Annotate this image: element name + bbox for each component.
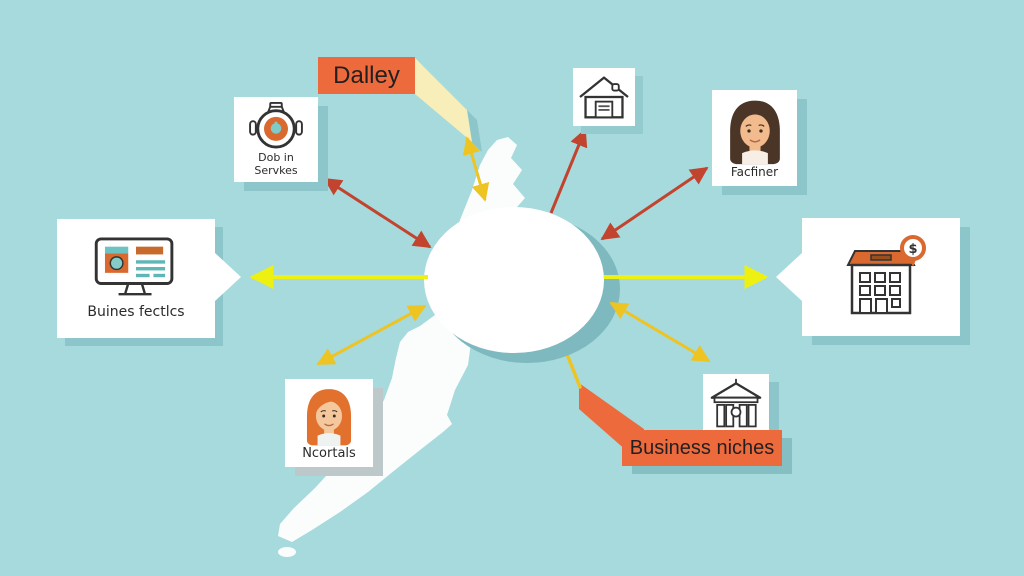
center-ellipse — [424, 207, 604, 353]
card-pointer — [215, 253, 241, 301]
building-card: $ — [776, 218, 960, 336]
building-dollar-icon: $ — [846, 235, 926, 315]
arrow-center-ncortals — [316, 304, 427, 366]
services-card-label-line2: Servkes — [254, 163, 298, 177]
washing-pot-icon — [249, 101, 303, 149]
card-pointer — [776, 253, 802, 301]
business-niches-banner: Business niches — [622, 430, 782, 466]
house-icon — [579, 76, 629, 119]
ncortals-card: Ncortals — [285, 379, 373, 467]
ncortals-card-label: Ncortals — [302, 445, 356, 461]
dalley-banner-label: Dalley — [333, 61, 400, 89]
bank-card — [703, 374, 769, 433]
services-card-label-line1: Dob in — [258, 150, 294, 164]
arrow-center-bank — [609, 301, 711, 363]
bank-icon — [710, 378, 762, 427]
facfiner-card: Facfiner — [712, 90, 797, 186]
house-card — [573, 68, 635, 126]
arrow-center-facfiner — [600, 166, 709, 241]
arrow-center-services — [323, 177, 432, 249]
monitor-icon — [94, 237, 174, 296]
dollar-sign: $ — [908, 242, 917, 257]
facfiner-card-label: Facfiner — [730, 165, 779, 180]
business-niches-banner-label: Business niches — [629, 436, 775, 459]
business-tactics-card-label: Buines fectlcs — [87, 304, 185, 321]
services-card: Dob in Servkes — [234, 97, 318, 182]
arrow-center-house — [549, 128, 588, 214]
dalley-ribbon — [415, 58, 472, 142]
stewart-island — [278, 547, 296, 557]
woman-orange-hair-icon — [306, 388, 352, 445]
dalley-banner: Dalley — [318, 57, 415, 94]
woman-dark-hair-icon — [729, 100, 780, 165]
arrow-dalley-to-center — [462, 136, 490, 202]
business-tactics-card: Buines fectlcs — [57, 219, 241, 338]
